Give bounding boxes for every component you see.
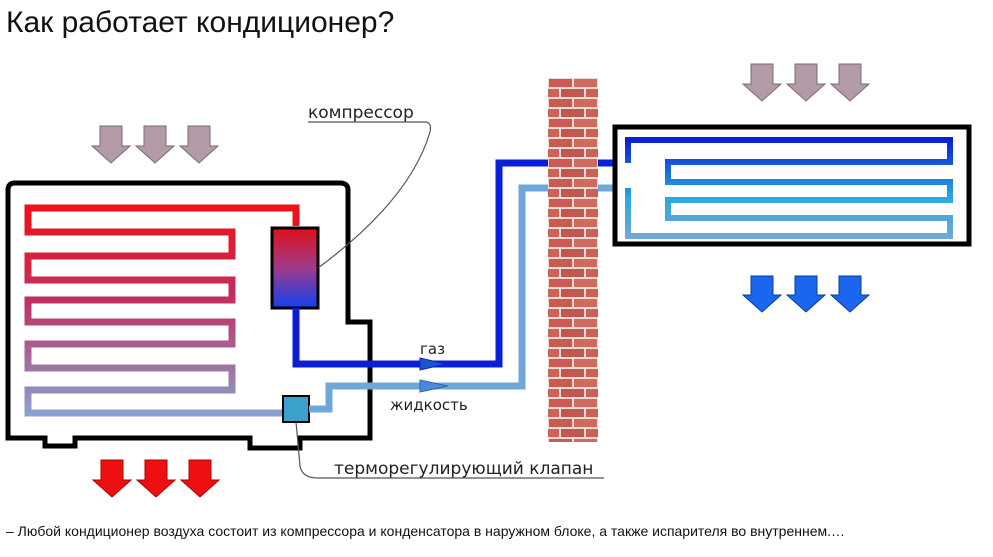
- arrow-down-icon: [741, 275, 783, 313]
- outdoor-unit: [5, 180, 373, 451]
- hot-air-output-arrows: [91, 459, 221, 498]
- evaporator-coil: [625, 137, 953, 239]
- indoor-unit-casing: [612, 124, 972, 247]
- arrow-down-icon: [179, 459, 221, 498]
- arrow-down-icon: [829, 63, 871, 102]
- arrow-down-icon: [178, 125, 220, 164]
- indoor-unit: [612, 124, 972, 247]
- caption-text: – Любой кондиционер воздуха состоит из к…: [6, 523, 846, 539]
- air-intake-arrows-indoor: [741, 63, 871, 102]
- condenser-coil: [24, 204, 300, 417]
- arrow-down-icon: [135, 459, 177, 498]
- arrow-down-icon: [91, 459, 133, 498]
- warm-air-intake-arrows-outdoor: [90, 125, 220, 164]
- arrow-down-icon: [785, 63, 827, 102]
- arrow-down-icon: [741, 63, 783, 102]
- pipes: [292, 159, 628, 413]
- compressor-label: компрессор: [308, 103, 414, 123]
- gas-label: газ: [420, 340, 445, 358]
- arrow-down-icon: [90, 125, 132, 164]
- valve-callout-line: [295, 421, 604, 479]
- arrow-down-icon: [829, 275, 871, 313]
- arrow-down-icon: [785, 275, 827, 313]
- liquid-label: жидкость: [390, 396, 468, 414]
- valve-label: терморегулирующий клапан: [334, 459, 593, 479]
- gas-pipe: [292, 159, 628, 368]
- liquid-flow-arrow: [419, 379, 449, 393]
- compressor: [270, 226, 320, 310]
- page-title: Как работает кондиционер?: [6, 6, 395, 39]
- arrow-down-icon: [134, 125, 176, 164]
- cold-air-output-arrows: [741, 275, 871, 313]
- compressor-callout-line: [308, 121, 432, 269]
- gas-flow-arrow: [419, 357, 447, 371]
- thermostatic-valve: [282, 395, 310, 423]
- brick-wall: [548, 78, 598, 442]
